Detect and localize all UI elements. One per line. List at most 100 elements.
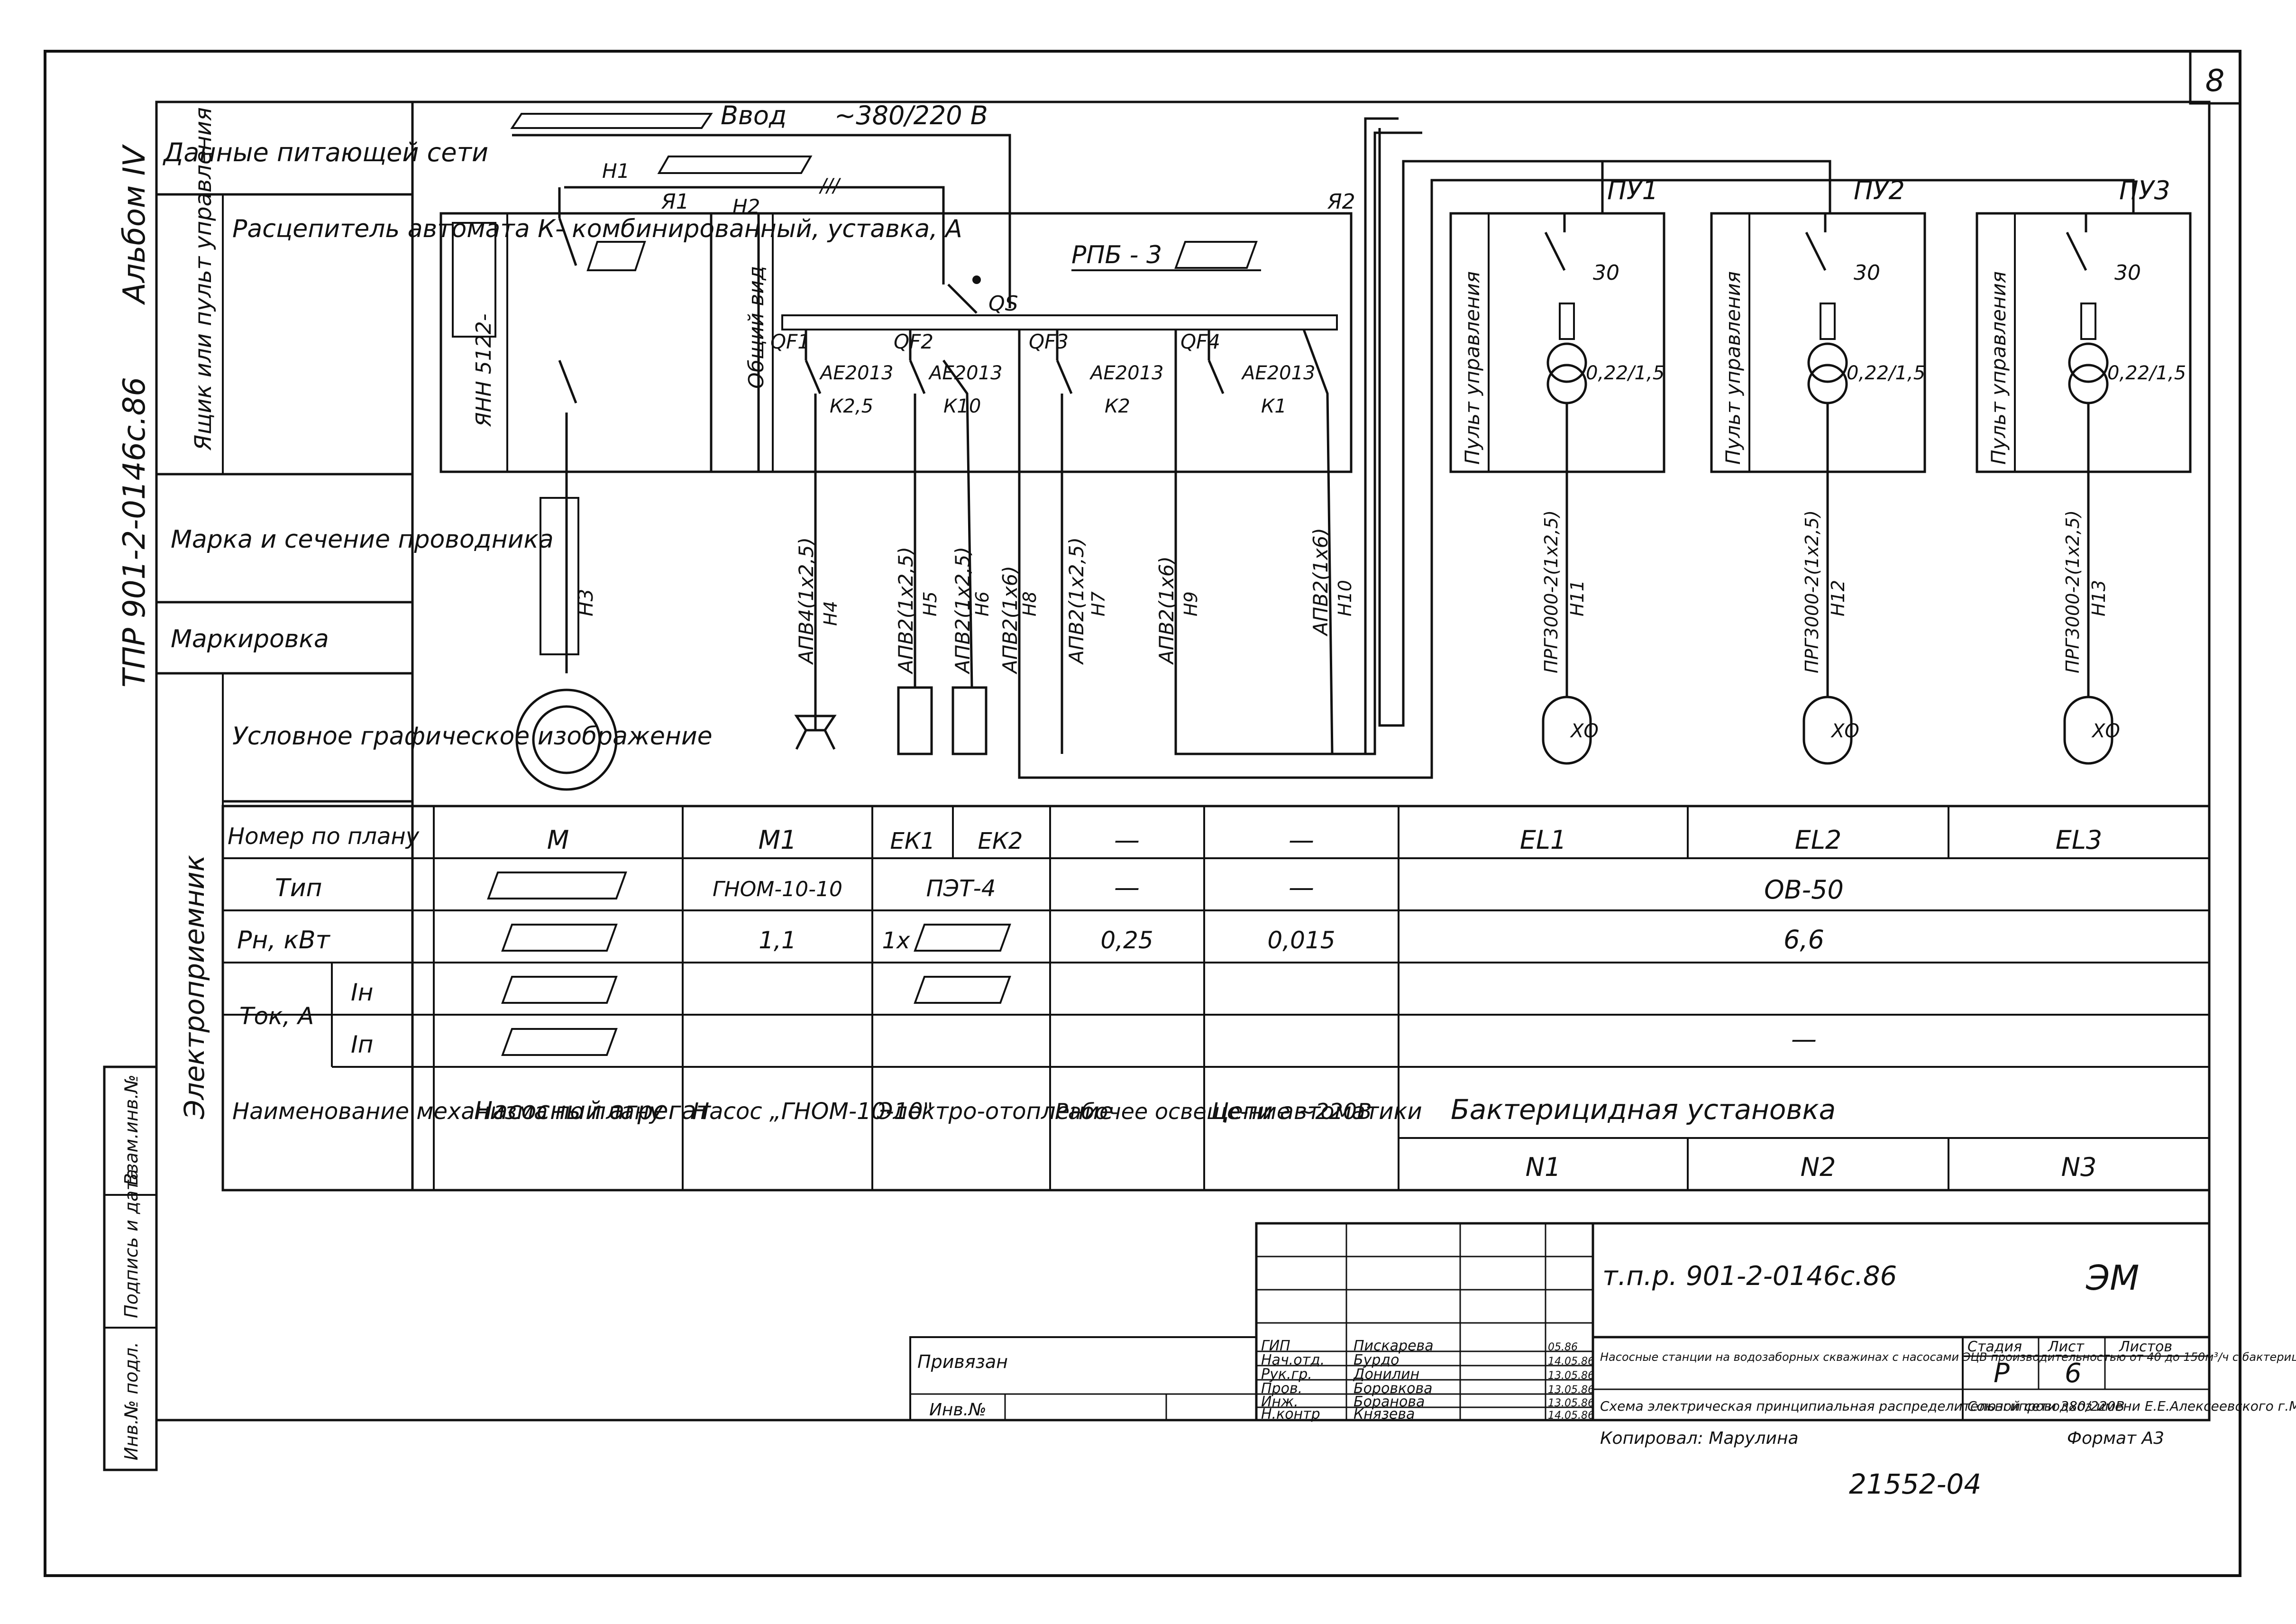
svg-text:К10: К10 [943,395,981,417]
svg-text:—: — [1289,825,1314,855]
svg-text:6: 6 [2065,1358,2082,1389]
svg-text:ПУ1: ПУ1 [1607,175,1658,205]
rpb-label: РПБ - 3 [1071,241,1162,269]
sheet-number: 8 [2205,64,2225,99]
svg-text:ЭМ: ЭМ [2086,1258,2139,1298]
svg-text:N1: N1 [1526,1152,1561,1182]
svg-text:М1: М1 [759,825,797,855]
panel-pu3: ПУ3 Пульт управления 30 0,22/1,5 ПРГ3000… [1976,175,2192,765]
busbar [781,314,1338,330]
sheet-number-box [2189,50,2241,105]
svg-text:Н8: Н8 [1019,591,1040,616]
svg-text:—: — [1114,872,1140,902]
breaker-qf2: QF2 АЕ2013 К10 [894,330,1002,688]
svg-text:Лист: Лист [2048,1339,2085,1355]
outer-frame [44,50,2241,1577]
svg-text:АЕ2013: АЕ2013 [1241,362,1315,384]
panel-pu2: ПУ2 Пульт управления 30 0,22/1,5 ПРГ3000… [1710,175,1926,765]
cabinet-ynn [439,212,760,473]
svg-text:Н.контр: Н.контр [1261,1406,1320,1422]
breaker-qf1: QF1 АЕ2013 К2,5 [770,330,893,730]
svg-text:05.86: 05.86 [1548,1341,1578,1353]
svg-text:Взам.инв.№: Взам.инв.№ [121,1074,142,1185]
svg-text:Iн: Iн [351,979,373,1006]
left-stamps: Взам.инв.№ Подпись и дата Инв.№ подл. [103,1065,158,1471]
svg-text:АПВ2(1х6): АПВ2(1х6) [1155,556,1178,665]
svg-text:1х: 1х [882,927,911,954]
svg-text:Н4: Н4 [820,601,841,626]
main-circuit: Ввод ~380/220 В Н1 Н2 /// ЯНН 5122- Я1 О… [439,101,1355,673]
label-marking: Маркировка [171,625,329,653]
ya1-label: Я1 [661,190,689,214]
svg-text:0,22/1,5: 0,22/1,5 [1586,362,1665,384]
control-feed-line [1378,128,1604,727]
svg-text:АПВ2(1х2,5): АПВ2(1х2,5) [951,547,974,675]
control-feed-line-2 [1403,160,1831,213]
svg-text:N2: N2 [1801,1152,1836,1182]
svg-text:Подпись и дата: Подпись и дата [121,1169,142,1318]
svg-text:АПВ2(1х2,5): АПВ2(1х2,5) [894,547,917,675]
receiver-symbols [515,686,988,791]
svg-text:Наименование механизма по план: Наименование механизма по плану [232,1098,663,1125]
svg-text:Формат А3: Формат А3 [2067,1429,2164,1448]
svg-text:Инж.: Инж. [1261,1394,1299,1410]
cabinet-right-label: Общий вид [744,266,768,389]
svg-text:Н11: Н11 [1567,580,1588,616]
ya2-label: Я2 [1327,190,1355,214]
svg-text:Н13: Н13 [2088,580,2109,616]
wire-labels: АПВ4(1х2,5) Н4 АПВ2(1х2,5) Н5 АПВ2(1х2,5… [540,497,1355,675]
label-box: Ящик или пульт управления [190,107,217,451]
svg-text:1,1: 1,1 [759,927,796,954]
svg-text:Н9: Н9 [1180,591,1201,616]
label-receivers: Электроприемник [178,855,210,1119]
svg-text:QF1: QF1 [770,330,810,353]
breaker-qf3: QF3 АЕ2013 К2 [1018,179,2135,779]
svg-text:Ток, А: Ток, А [239,1002,314,1030]
svg-text:ПУ2: ПУ2 [1854,175,1905,205]
svg-text:—: — [1791,1024,1817,1054]
svg-text:Листов: Листов [2119,1339,2172,1355]
svg-text:АПВ4(1х2,5): АПВ4(1х2,5) [795,537,818,665]
svg-text:—: — [1289,872,1314,902]
svg-text:QF3: QF3 [1029,330,1069,353]
svg-text:Пульт управления: Пульт управления [1987,271,2010,465]
svg-text:0,015: 0,015 [1267,927,1335,954]
svg-text:ГНОМ-10-10: ГНОМ-10-10 [713,877,842,901]
heater-symbol-2 [951,686,988,755]
label-graphic: Условное графическое изображение [232,722,713,751]
svg-text:ОВ-50: ОВ-50 [1764,875,1844,905]
cable-h1: Н1 [602,159,630,183]
svg-text:Рук.гр.: Рук.гр. [1261,1366,1312,1383]
svg-text:т.п.р. 901-2-0146с.86: т.п.р. 901-2-0146с.86 [1602,1261,1897,1292]
svg-text:ГИП: ГИП [1261,1338,1290,1354]
label-release: Расцепитель автомата К- комбинированный,… [232,215,962,243]
svg-text:0,22/1,5: 0,22/1,5 [2107,362,2186,384]
album-label: Альбом IV [117,144,152,305]
svg-text:Насос „ГНОМ-10-10": Насос „ГНОМ-10-10" [692,1098,933,1125]
svg-text:ЕК1: ЕК1 [890,828,935,854]
svg-text:ХО: ХО [1570,720,1599,742]
svg-text:Пульт управления: Пульт управления [1721,271,1745,465]
svg-text:Рн, кВт: Рн, кВт [237,926,330,954]
svg-text:Н5: Н5 [920,591,941,616]
svg-text:АПВ2(1х6): АПВ2(1х6) [1309,528,1332,637]
svg-text:К2: К2 [1105,395,1130,417]
svg-text:13.05.86: 13.05.86 [1548,1397,1594,1409]
title-block: Привязан Инв.№ ГИП Нач.отд. Рук.гр. Пров… [909,1222,2296,1448]
svg-text:АЕ2013: АЕ2013 [819,362,893,384]
input-label: Ввод [721,101,787,130]
project-code-side: ТПР 901-2-0146с.86 [117,377,152,688]
svg-text:Инв.№ подл.: Инв.№ подл. [121,1342,142,1460]
svg-text:Номер по плану: Номер по плану [228,823,420,850]
svg-text:Боранова: Боранова [1354,1394,1425,1410]
svg-text:АЕ2013: АЕ2013 [928,362,1002,384]
svg-text:30: 30 [1854,261,1880,285]
svg-text:Инв.№: Инв.№ [929,1400,987,1420]
svg-text:Привязан: Привязан [917,1351,1008,1372]
svg-text:Бактерицидная установка: Бактерицидная установка [1451,1093,1836,1126]
svg-text:30: 30 [1593,261,1619,285]
motor-symbol [515,688,618,791]
svg-text:N3: N3 [2061,1152,2097,1182]
svg-text:Пров.: Пров. [1261,1380,1302,1397]
panel-pu1: ПУ1 Пульт управления 30 0,22/1,5 ПРГ3000… [1449,175,1665,765]
